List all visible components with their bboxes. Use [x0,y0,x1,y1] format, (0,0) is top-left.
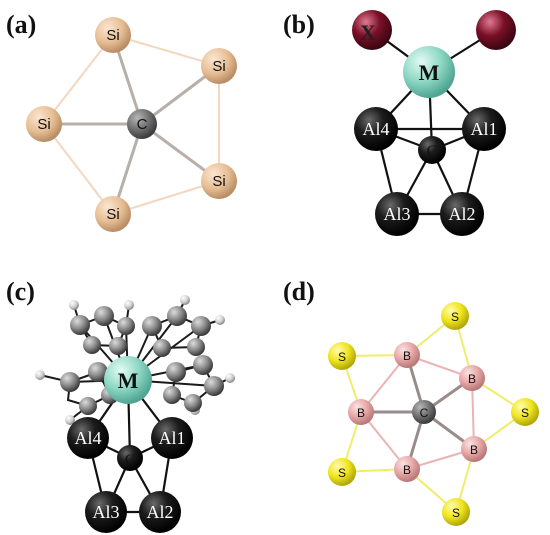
b-atom [459,365,485,391]
b-label: B [357,406,365,420]
panel-a: (a) Si Si Si C Si Si [6,10,237,232]
b-label: B [403,463,411,477]
s-label: S [338,350,346,364]
al-label: Al2 [147,502,174,522]
al-label: Al1 [159,428,186,448]
al-atom [151,417,193,459]
al-atom [354,107,398,151]
panel-a-label: (a) [6,10,36,39]
ring-c-atom [187,338,205,356]
s-atom [328,342,356,370]
s-atom [441,302,469,330]
h-atom [65,415,75,425]
c-label: C [427,143,438,160]
al-label: Al4 [363,119,390,139]
ring-c-atom [60,372,80,392]
b-atom [394,342,420,368]
ring-c-atom [191,316,211,336]
c-label: C [137,116,148,133]
s-label: S [451,310,459,324]
s-atom [511,398,539,426]
si-label: Si [212,173,225,190]
s-label: S [452,506,460,520]
si-label: Si [212,58,225,75]
panel-b-label: (b) [283,10,315,39]
ring-c-atom [153,339,171,357]
ring-c-atom [88,362,108,382]
si-atom [26,106,62,142]
ring-c-atom [117,317,135,335]
panel-c: (c) [6,277,235,533]
ring-c-atom [142,316,162,336]
panel-d-label: (d) [283,277,315,306]
b-atom [394,456,420,482]
si-label: Si [106,27,119,44]
h-atom [35,370,45,380]
al-label: Al2 [449,204,476,224]
b-label: B [470,443,478,457]
s-atom [442,498,470,526]
panel-a-bonds [43,34,220,215]
al-atom [85,491,127,533]
c-label: C [420,406,429,420]
al-atom [67,417,109,459]
si-atom [201,48,237,84]
b-label: B [468,372,476,386]
al-label: Al1 [471,119,498,139]
s-label: S [521,406,529,420]
al-label: Al3 [384,204,411,224]
al-atom [462,107,506,151]
c-label: C [125,452,135,468]
c-atom [418,136,446,164]
metal-label: M [118,368,139,393]
ring-c-atom [184,394,202,412]
ring-c-atom [83,336,101,354]
al-atom [440,192,484,236]
panel-b: (b) X M C Al4 Al1 Al3 Al2 [283,10,516,236]
al-label: Al3 [93,502,120,522]
x-atom [352,10,392,50]
c-atom [412,400,436,424]
metal-atom [403,46,455,98]
h-atom [124,300,134,310]
al-atom [139,491,181,533]
h-atom [69,300,79,310]
x-atom [476,10,516,50]
si-atom [95,196,131,232]
h-atom [225,373,235,383]
si-label: Si [106,206,119,223]
si-atom [201,163,237,199]
al-atom [375,192,419,236]
ring-c-atom [204,376,224,396]
ring-c-atom [193,355,213,375]
ring-c-atom [163,386,181,404]
si-atom [95,17,131,53]
h-atom [180,295,190,305]
al-label: Al4 [75,428,102,448]
ring-c-atom [109,337,127,355]
ring-c-atom [166,362,186,382]
s-atom [328,458,356,486]
ring-c-atom [79,397,97,415]
c-atom [127,109,157,139]
b-label: B [403,349,411,363]
ring-c-atom [70,315,90,335]
metal-label: M [419,60,440,85]
ring-c-atom [167,306,187,326]
x-label: X [360,20,376,45]
ring-c-atom [94,306,114,326]
b-atom [461,436,487,462]
metal-atom [104,356,152,404]
panel-c-label: (c) [6,277,35,306]
si-label: Si [37,116,50,133]
h-atom [215,315,225,325]
s-label: S [338,466,346,480]
b-atom [348,399,374,425]
panel-d: (d) S S [283,277,539,526]
c-atom [117,445,143,471]
